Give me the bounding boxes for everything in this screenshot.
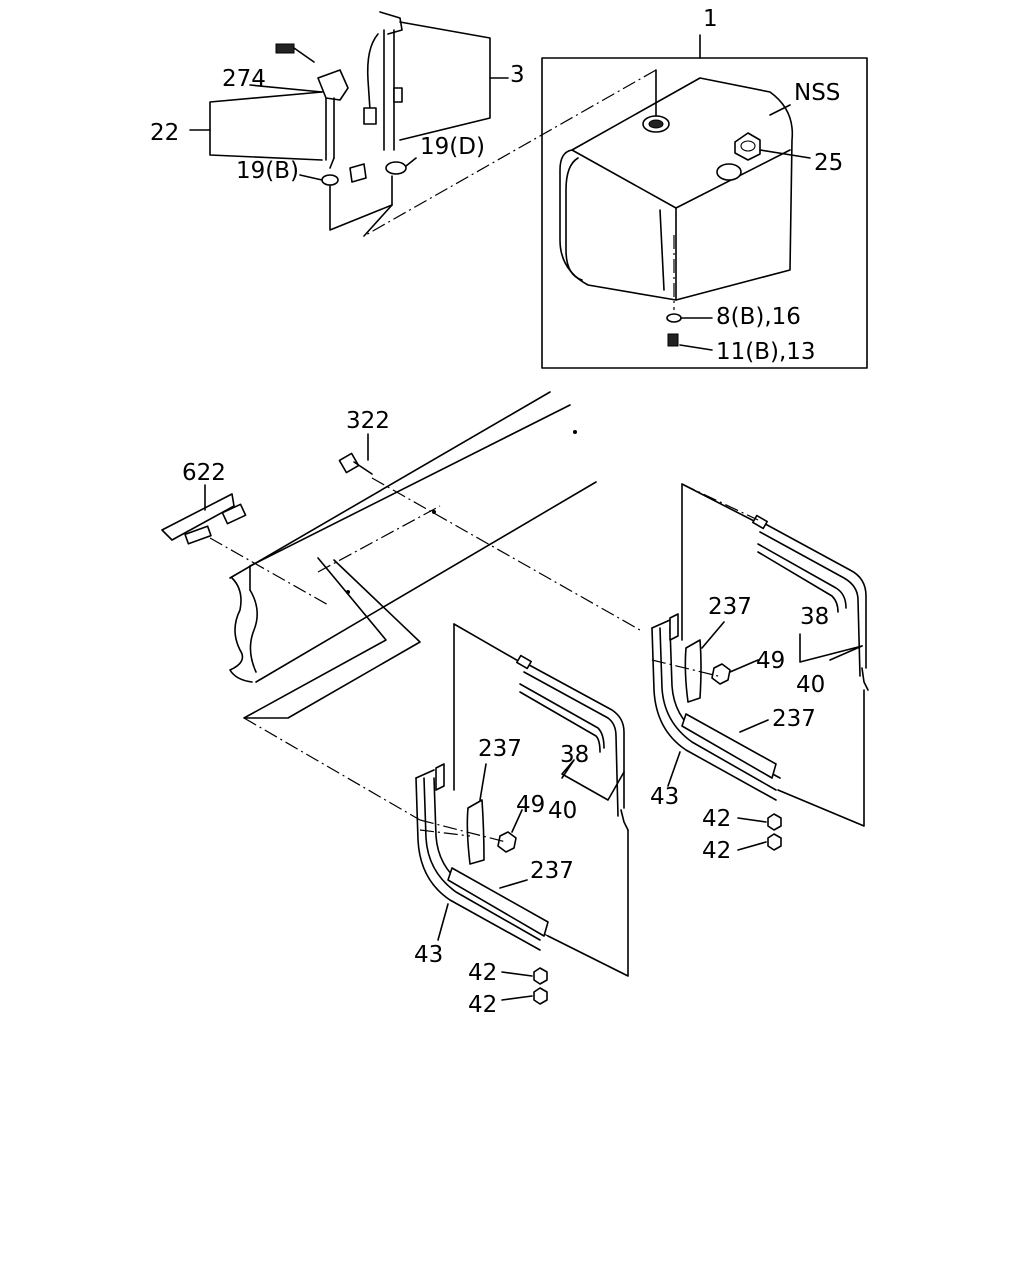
sender-unit-assembly bbox=[189, 11, 509, 237]
label-plate-622: 622 bbox=[182, 460, 226, 486]
label-pad-237-right-upper: 237 bbox=[708, 594, 752, 620]
label-nut-42-left-a: 42 bbox=[468, 960, 497, 986]
label-nut-49-left: 49 bbox=[516, 792, 545, 818]
label-bracket-43-left: 43 bbox=[414, 942, 443, 968]
label-band-38-left: 38 bbox=[560, 742, 589, 768]
label-gauge-assembly: 22 bbox=[150, 120, 179, 146]
label-fuel-tank: 1 bbox=[703, 6, 718, 32]
label-nut-42-left-b: 42 bbox=[468, 992, 497, 1018]
label-bolt-322: 322 bbox=[346, 408, 390, 434]
label-sender-fitting: 274 bbox=[222, 66, 266, 92]
fuel-tank-inset bbox=[541, 57, 868, 369]
label-gasket-d: 19(D) bbox=[420, 134, 485, 160]
label-nut-42-right-b: 42 bbox=[702, 838, 731, 864]
label-pad-237-left-lower: 237 bbox=[530, 858, 574, 884]
label-band-38-right: 38 bbox=[800, 604, 829, 630]
left-bracket-set bbox=[415, 623, 629, 1005]
label-pad-237-right-lower: 237 bbox=[772, 706, 816, 732]
label-washer: 8(B),16 bbox=[716, 304, 801, 330]
label-band-40-left: 40 bbox=[548, 798, 577, 824]
label-not-serviced: NSS bbox=[794, 80, 840, 106]
frame-rail bbox=[161, 391, 641, 821]
label-pad-237-left-upper: 237 bbox=[478, 736, 522, 762]
label-drain-plug: 11(B),13 bbox=[716, 339, 816, 365]
label-filler-cap: 25 bbox=[814, 150, 843, 176]
right-bracket-set bbox=[651, 483, 869, 851]
label-bracket-43-right: 43 bbox=[650, 784, 679, 810]
callout-labels: 1 3 22 274 19(B) 19(D) NSS 25 8(B),16 11… bbox=[150, 6, 843, 1018]
label-band-40-right: 40 bbox=[796, 672, 825, 698]
label-nut-49-right: 49 bbox=[756, 648, 785, 674]
tank-leader-lines bbox=[363, 34, 811, 351]
label-nut-42-right-a: 42 bbox=[702, 806, 731, 832]
label-gasket-b: 19(B) bbox=[236, 158, 299, 184]
label-sender-unit: 3 bbox=[510, 62, 525, 88]
